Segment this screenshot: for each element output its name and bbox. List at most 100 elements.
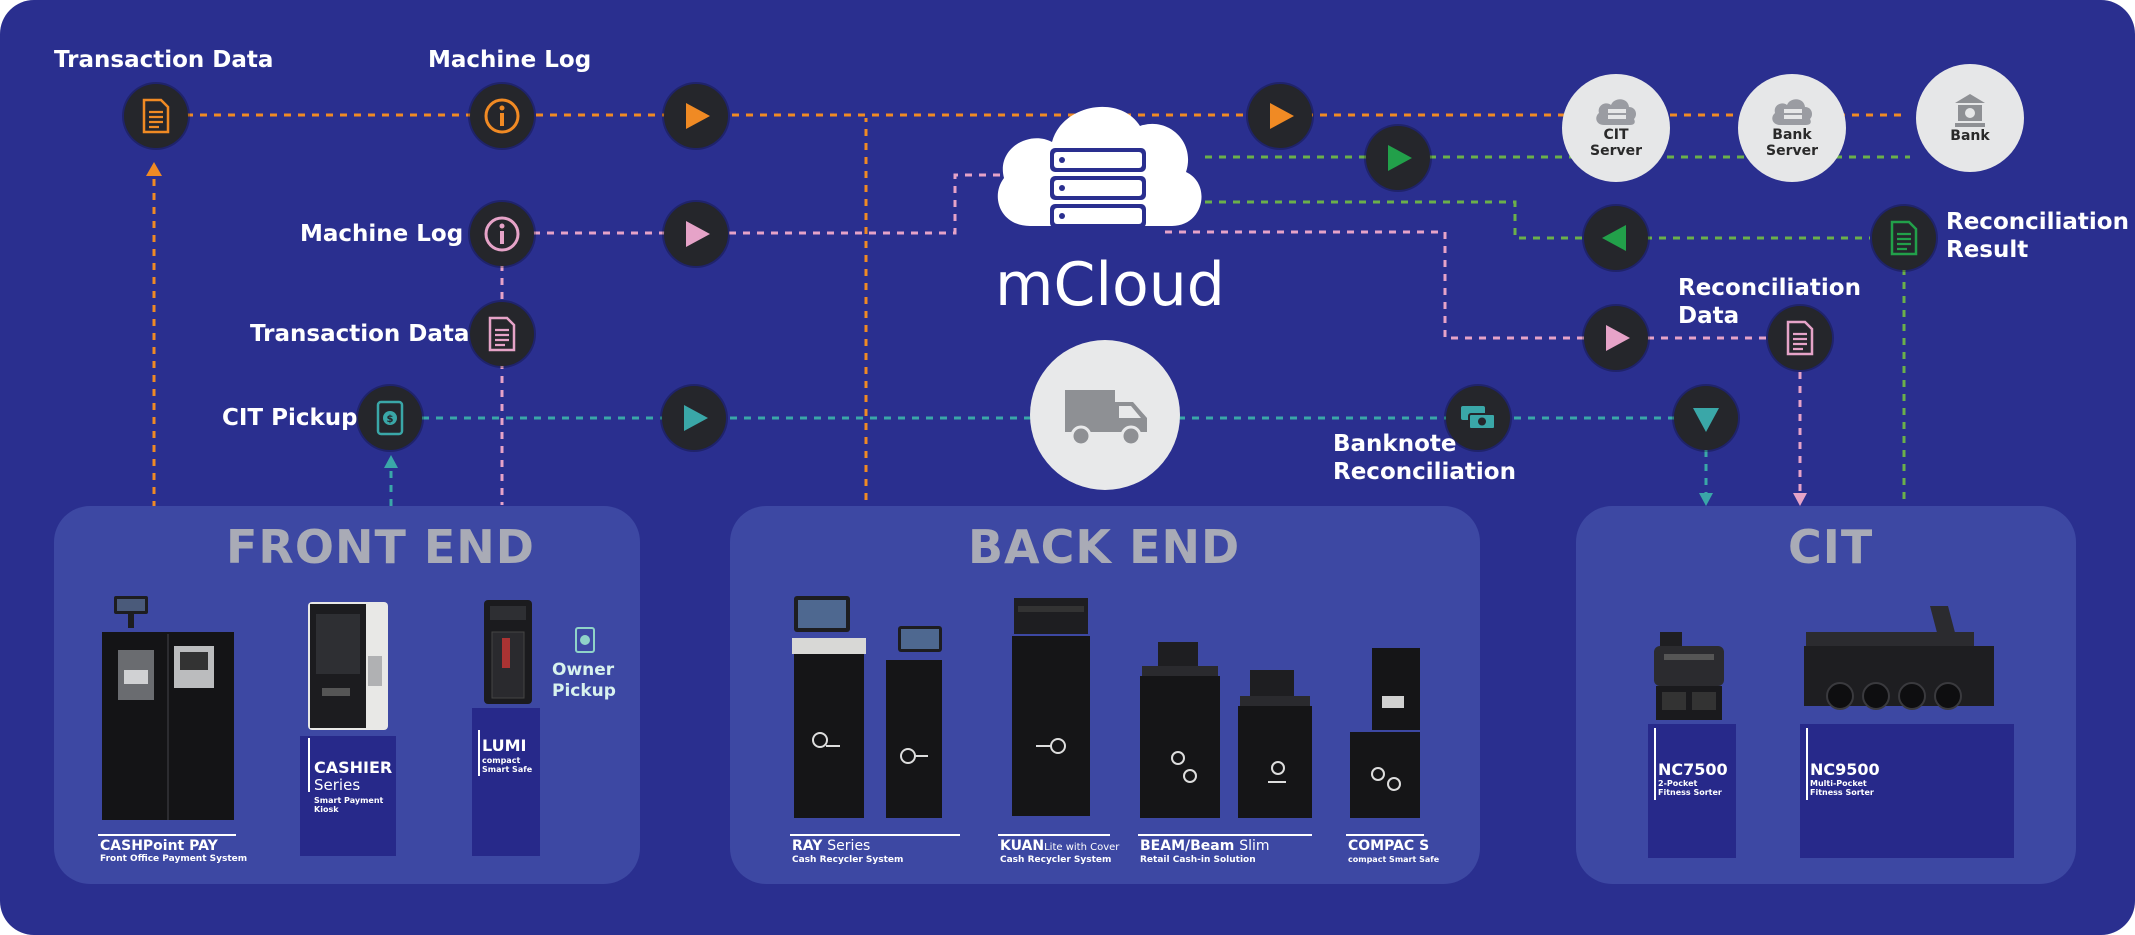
cashier-sub1: Smart Payment xyxy=(314,796,384,805)
lumi-card xyxy=(472,708,540,856)
bank-label: Bank xyxy=(1950,128,1990,144)
compac-name: COMPAC S xyxy=(1348,838,1430,854)
cit-server-label-1: CIT xyxy=(1603,127,1629,143)
nc9500-bar xyxy=(1806,728,1808,800)
label-reconciliation-data-2: Data xyxy=(1678,303,1740,329)
document-icon-green xyxy=(1872,206,1936,270)
banknote-icon-teal xyxy=(1446,386,1510,450)
document-icon-orange xyxy=(124,84,188,148)
cashier-series: Series xyxy=(314,776,361,794)
label-cit-pickup: CIT Pickup xyxy=(222,405,358,431)
lumi-sub1: compact xyxy=(482,756,521,765)
compac-machine xyxy=(1350,648,1420,818)
pink-flow-line xyxy=(533,173,1000,235)
orange-arrowhead xyxy=(146,162,162,176)
lumi-name: LUMI xyxy=(482,736,527,755)
cloud-icon xyxy=(997,106,1202,228)
label-reconciliation-result-2: Result xyxy=(1946,237,2029,263)
owner-pickup-label-2: Pickup xyxy=(552,681,616,701)
label-banknote-reconciliation-1: Banknote xyxy=(1333,431,1457,457)
beam-suffix: Slim xyxy=(1239,838,1270,854)
safe-box-icon-teal: $ xyxy=(358,386,422,450)
kuan-underline xyxy=(998,834,1110,836)
info-icon-orange xyxy=(470,84,534,148)
lumi-bar xyxy=(478,730,480,776)
nc9500-sub1: Multi-Pocket xyxy=(1810,779,1867,788)
ray-series-machine xyxy=(792,596,942,818)
back-icon-green xyxy=(1584,206,1648,270)
kuan-sub: Cash Recycler System xyxy=(1000,855,1112,865)
label-machine-log-top: Machine Log xyxy=(428,47,592,73)
cashpoint-pay-sub: Front Office Payment System xyxy=(100,854,248,864)
lumi-safe-machine xyxy=(484,600,532,704)
compac-sub: compact Smart Safe xyxy=(1348,855,1440,864)
label-reconciliation-result-1: Reconciliation xyxy=(1946,209,2129,235)
beam-name: BEAM/Beam xyxy=(1140,838,1235,854)
cloud-server-icon xyxy=(1772,99,1813,125)
nc7500-bar xyxy=(1654,728,1656,800)
play-icon-green xyxy=(1366,126,1430,190)
cashpoint-pay-name: CASHPoint PAY xyxy=(100,838,218,854)
nc7500-name: NC7500 xyxy=(1658,760,1728,779)
kuan-machine xyxy=(1012,598,1090,816)
bank-node: Bank xyxy=(1916,64,2024,172)
bank-server-label-1: Bank xyxy=(1772,127,1812,143)
label-machine-log-mid: Machine Log xyxy=(300,221,464,247)
bank-icon xyxy=(1955,94,1985,127)
play-icon-pink-1 xyxy=(664,202,728,266)
nc7500-sub2: Fitness Sorter xyxy=(1658,788,1722,797)
nc9500-sub2: Fitness Sorter xyxy=(1810,788,1874,797)
cit-server-label-2: Server xyxy=(1589,143,1642,159)
play-icon-pink-2 xyxy=(1584,306,1648,370)
label-banknote-reconciliation-2: Reconciliation xyxy=(1333,459,1516,485)
cit-title: CIT xyxy=(1788,520,1874,574)
play-icon-teal xyxy=(662,386,726,450)
lumi-sub2: Smart Safe xyxy=(482,765,533,774)
cashpoint-pay-machine xyxy=(102,596,234,820)
bank-server-label-2: Server xyxy=(1765,143,1818,159)
cashier-kiosk-machine xyxy=(308,602,388,730)
ray-name: RAY xyxy=(792,838,823,854)
cashier-name: CASHIER xyxy=(314,758,393,777)
nc7500-card xyxy=(1648,724,1736,858)
green-flow-lower xyxy=(1205,200,1870,240)
safe-box-icon-small xyxy=(575,627,595,653)
label-transaction-data-top: Transaction Data xyxy=(54,47,274,73)
play-icon-orange-1 xyxy=(664,84,728,148)
cashier-bar xyxy=(308,738,310,792)
beam-label: BEAM/Beam Slim xyxy=(1140,838,1270,854)
bank-server-node: Bank Server xyxy=(1738,74,1846,182)
nc9500-sorter-machine xyxy=(1804,606,1994,710)
ray-underline xyxy=(790,834,960,836)
owner-pickup-label-1: Owner xyxy=(552,660,615,680)
label-transaction-data-mid: Transaction Data xyxy=(250,321,470,347)
nc9500-name: NC9500 xyxy=(1810,760,1880,779)
cashpoint-underline xyxy=(98,834,236,836)
svg-text:$: $ xyxy=(387,414,394,425)
ray-label: RAY Series xyxy=(792,838,870,854)
ray-series: Series xyxy=(827,838,871,854)
document-icon-pink xyxy=(470,302,534,366)
beam-sub: Retail Cash-in Solution xyxy=(1140,855,1256,865)
nc7500-sub1: 2-Pocket xyxy=(1658,779,1698,788)
mcloud-title: mCloud xyxy=(995,250,1225,320)
truck-icon xyxy=(1030,340,1180,490)
kuan-suffix: Lite with Cover xyxy=(1044,842,1120,853)
beam-underline xyxy=(1138,834,1312,836)
cloud-server-icon xyxy=(1596,99,1637,125)
teal-arrowhead-down xyxy=(1699,493,1713,506)
label-reconciliation-data-1: Reconciliation xyxy=(1678,275,1861,301)
teal-arrowhead-up xyxy=(384,455,398,468)
pink-arrowhead xyxy=(1793,493,1807,506)
cit-server-node: CIT Server xyxy=(1562,74,1670,182)
back-end-title: BACK END xyxy=(968,520,1241,574)
kuan-name: KUAN xyxy=(1000,838,1045,854)
front-end-title: FRONT END xyxy=(226,520,535,574)
kuan-label: KUANLite with Cover xyxy=(1000,838,1119,854)
nc7500-sorter-machine xyxy=(1654,632,1724,720)
play-icon-orange-2 xyxy=(1248,84,1312,148)
info-icon-pink xyxy=(470,202,534,266)
ray-sub: Cash Recycler System xyxy=(792,855,904,865)
document-icon-pink-2 xyxy=(1768,306,1832,370)
